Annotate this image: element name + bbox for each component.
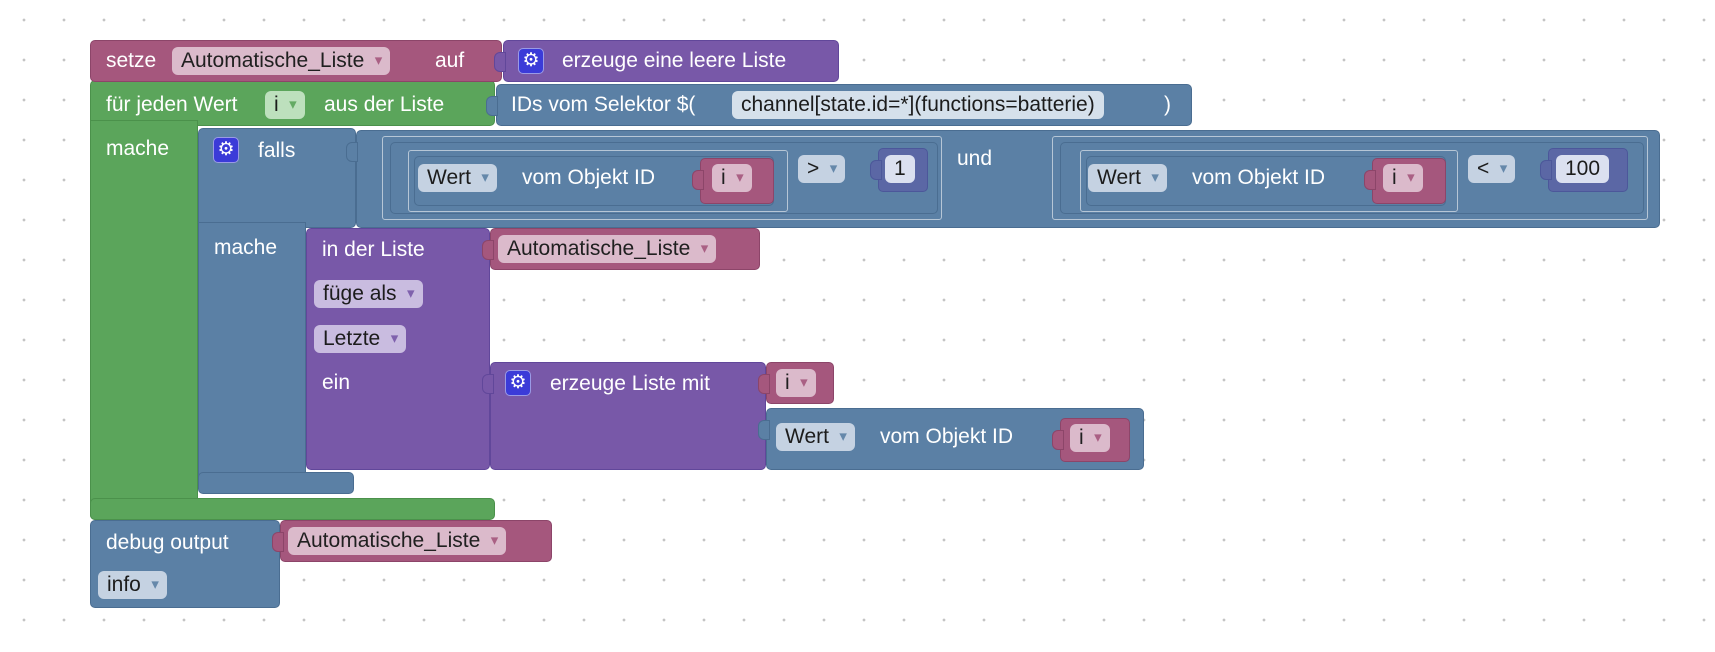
debug-level-dropdown[interactable]: info [98,571,167,599]
of-object-label-1: vom Objekt ID [522,166,656,189]
for-each-bottom-arm [90,498,495,520]
to-label: auf [435,49,465,72]
and-right-socket [1052,136,1648,220]
var-get-dropdown-1[interactable]: i [712,164,752,192]
of-object-label-2: vom Objekt ID [1192,166,1326,189]
create-empty-list-block[interactable] [503,40,839,82]
var-get-notch-2 [1364,170,1376,190]
if-do-label: mache [214,236,278,259]
and-label: und [957,147,993,170]
value-prop-dropdown-1[interactable]: Wert [418,164,497,192]
selector-input[interactable]: channel[state.id=*](functions=batterie) [732,91,1104,119]
number-notch-1 [870,160,882,180]
item2-var-dropdown[interactable]: i [1070,424,1110,452]
debug-output-label: debug output [106,531,229,554]
in-list-label: in der Liste [322,238,425,261]
if-bottom-arm [198,472,354,494]
var-get-dropdown-2[interactable]: i [1383,164,1423,192]
create-list-with-notch [482,374,494,394]
ein-label: ein [322,371,351,394]
from-list-label: aus der Liste [324,93,445,116]
and-left-socket [382,136,942,220]
item1-var-dropdown[interactable]: i [776,369,816,397]
var-get-notch-1 [692,170,704,190]
number-notch-2 [1540,160,1552,180]
set-label: setze [106,49,157,72]
value-prop-dropdown-2[interactable]: Wert [1088,164,1167,192]
if-label: falls [258,139,296,162]
gear-icon[interactable]: ⚙ [518,48,544,74]
insert-position-dropdown[interactable]: Letzte [314,325,407,353]
item2-notch [758,420,770,440]
gear-icon[interactable]: ⚙ [213,137,239,163]
operator-lt-dropdown[interactable]: < [1468,155,1516,183]
item2-prop-dropdown[interactable]: Wert [776,423,855,451]
insert-mode-dropdown[interactable]: füge als [314,280,423,308]
create-list-with-label: erzeuge Liste mit [550,372,710,395]
and-notch [346,142,358,162]
selector-close-label: ) [1164,93,1171,116]
set-variable-dropdown[interactable]: Automatische_Liste [172,47,391,75]
compare-lt-left-socket [1080,150,1458,212]
compare-gt-left-socket [408,150,788,212]
item2-of-object-label: vom Objekt ID [880,425,1014,448]
create-empty-list-notch [494,52,506,72]
selector-notch [486,96,498,116]
item2-var-notch [1052,430,1064,450]
operator-gt-dropdown[interactable]: > [798,155,846,183]
for-each-label: für jeden Wert [106,93,238,116]
number-input-2[interactable]: 100 [1556,155,1610,183]
for-each-do-label: mache [106,137,170,160]
gear-icon[interactable]: ⚙ [505,370,531,396]
debug-var-notch [272,532,284,552]
create-list-with-block[interactable] [490,362,766,470]
selector-label: IDs vom Selektor $( [511,93,696,116]
create-empty-list-label: erzeuge eine leere Liste [562,49,787,72]
for-each-body-arm [90,120,198,520]
item1-var-notch [758,374,770,394]
list-var-notch [482,240,494,260]
list-var-dropdown[interactable]: Automatische_Liste [498,235,717,263]
if-body-arm [198,222,306,492]
loop-var-dropdown[interactable]: i [265,91,305,119]
number-input-1[interactable]: 1 [885,155,915,183]
debug-var-dropdown[interactable]: Automatische_Liste [288,527,507,555]
